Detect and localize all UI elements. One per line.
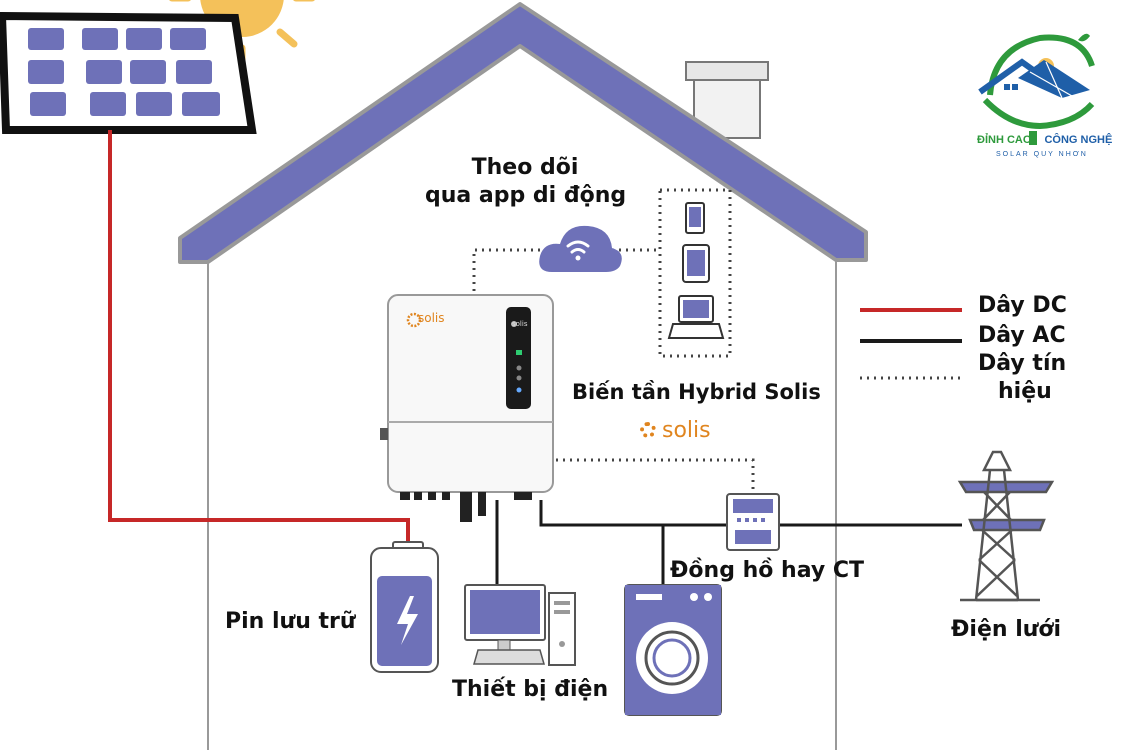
solar-panel-icon (0, 11, 257, 134)
legend-ac-label: Dây AC (978, 323, 1066, 348)
brand-logo-name: ĐỈNH CAO CÔNG NGHỆ (977, 134, 1112, 146)
legend-dc-label: Dây DC (978, 293, 1067, 318)
battery-label: Pin lưu trữ (225, 609, 356, 634)
brand-logo-tagline: SOLAR QUY NHƠN (996, 151, 1088, 158)
brand-name-part2: CÔNG NGHỆ (1044, 134, 1113, 146)
computer-icon (464, 584, 576, 666)
inverter-panel-logo: solis (418, 311, 445, 325)
battery-icon (370, 541, 439, 673)
signal-wires (472, 188, 755, 494)
dc-wire (108, 130, 410, 544)
washing-machine-icon (624, 584, 722, 716)
laptop-icon (667, 295, 725, 339)
ac-wires (495, 500, 962, 587)
legend-signal-label-line2: hiệu (998, 379, 1052, 404)
house-outline (178, 2, 868, 750)
inverter-unit (380, 294, 554, 522)
monitor-label-line1: Theo dõi (471, 155, 579, 180)
grid-label: Điện lưới (951, 617, 1062, 642)
power-tower-icon (957, 450, 1055, 602)
solis-sun-icon (640, 422, 656, 438)
phone-icon (685, 202, 705, 234)
inverter-brand-logo: solis (640, 416, 711, 444)
brand-logo-icon (978, 33, 1095, 145)
inverter-display-logo: solis (512, 320, 528, 328)
inverter-label: Biến tần Hybrid Solis (572, 380, 821, 404)
meter-label: Đồng hồ hay CT (670, 558, 865, 583)
monitor-label-line2: qua app di động (425, 183, 627, 208)
devices-label: Thiết bị điện (452, 677, 609, 702)
cloud-wifi-icon (539, 225, 622, 272)
tablet-icon (682, 244, 710, 283)
energy-meter-icon (726, 493, 780, 551)
legend-signal-label-line1: Dây tín (978, 351, 1067, 376)
solis-wordmark: solis (662, 417, 711, 443)
legend-lines (860, 308, 962, 380)
brand-name-part1: ĐỈNH CAO (977, 134, 1032, 146)
